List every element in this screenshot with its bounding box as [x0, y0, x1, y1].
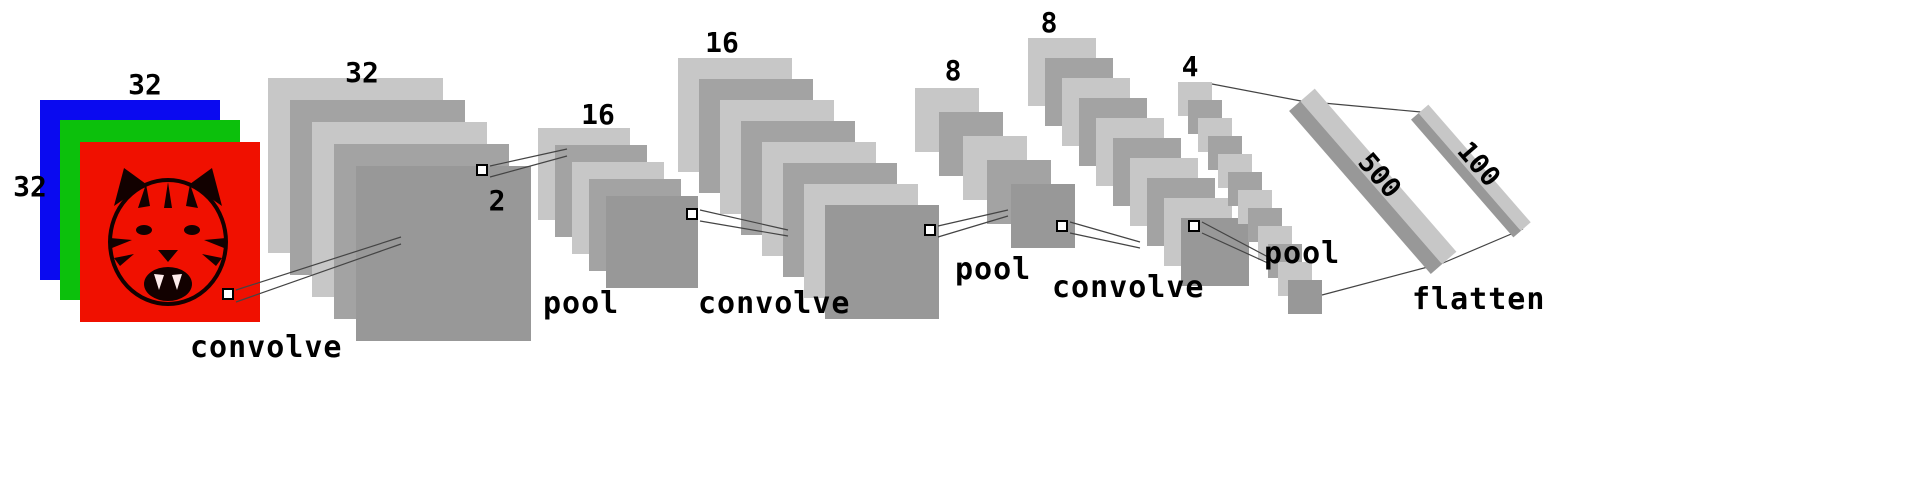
input-width-label: 32	[128, 68, 162, 101]
op-label-convolve-1: convolve	[190, 330, 343, 365]
feature-map-front	[1288, 280, 1322, 314]
feature-map-front	[1011, 184, 1075, 248]
conv3-count-label: 8	[1040, 6, 1058, 39]
fc2-bar: 100	[1411, 104, 1531, 238]
op-label-pool-2: pool	[955, 252, 1032, 287]
op-label-pool-1: pool	[543, 286, 620, 321]
receptive-field-marker	[686, 208, 698, 220]
pool2-count-label: 8	[944, 54, 962, 87]
conv2-count-label: 16	[705, 26, 739, 59]
pool-window-marker	[1188, 220, 1200, 232]
pool-window-marker	[924, 224, 936, 236]
op-label-flatten: flatten	[1412, 282, 1546, 317]
op-label-convolve-3: convolve	[1052, 270, 1205, 305]
feature-map-front	[825, 205, 939, 319]
receptive-field-marker	[1056, 220, 1068, 232]
op-label-convolve-2: convolve	[698, 286, 851, 321]
pool-kernel-size-label: 2	[488, 184, 506, 217]
pool1-count-label: 16	[581, 98, 615, 131]
feature-map-front	[606, 196, 698, 288]
fc1-units-label: 500	[1351, 147, 1406, 204]
pool3-count-label: 4	[1181, 50, 1199, 83]
conv1-count-label: 32	[345, 56, 379, 89]
input-height-label: 32	[13, 170, 47, 203]
fc2-units-label: 100	[1451, 136, 1506, 193]
pool-window-marker	[476, 164, 488, 176]
receptive-field-marker	[222, 288, 234, 300]
op-label-pool-3: pool	[1264, 236, 1341, 271]
